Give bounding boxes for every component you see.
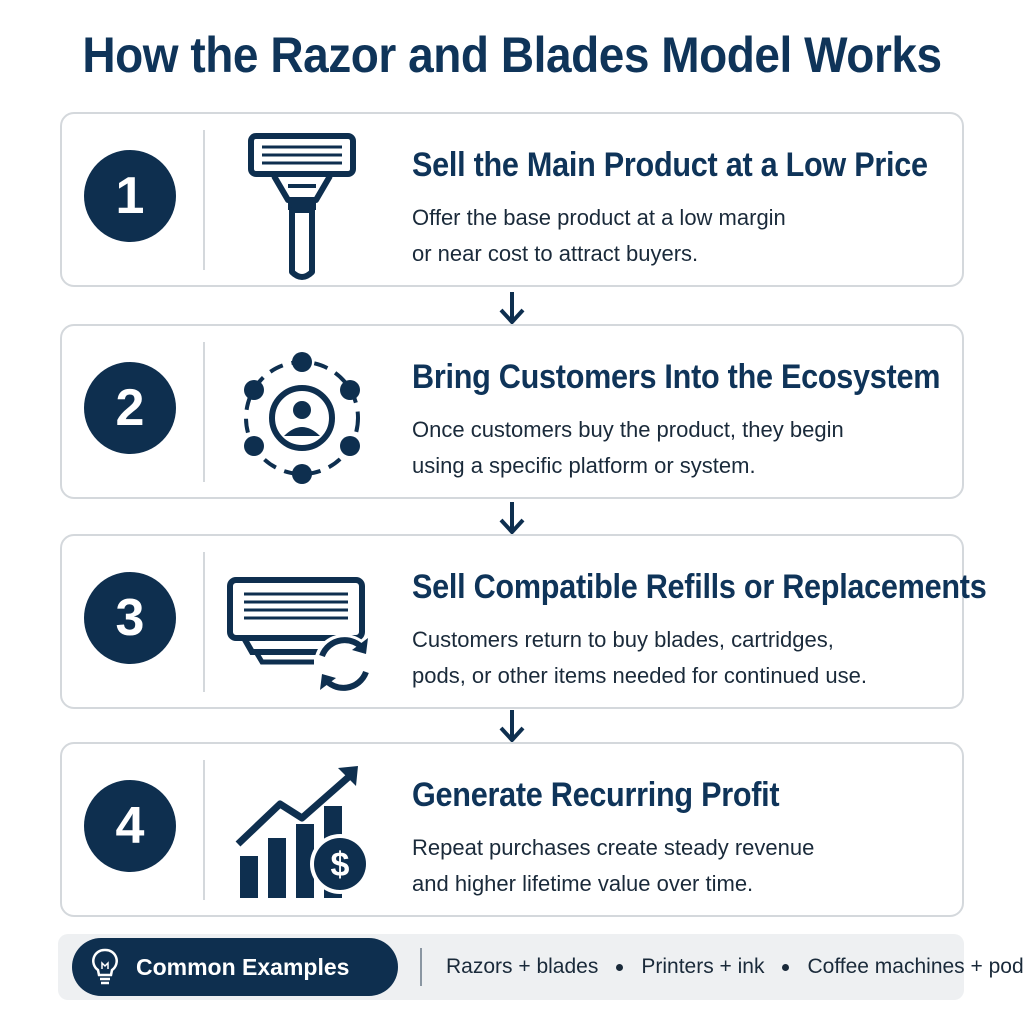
step-card-1: 1 Sell the Main Product at a Low Price O…: [60, 112, 964, 287]
bullet-separator: [616, 963, 624, 971]
step-title-3: Sell Compatible Refills or Replacements: [412, 568, 987, 606]
step-title-1: Sell the Main Product at a Low Price: [412, 146, 928, 184]
svg-text:$: $: [331, 846, 350, 884]
step-card-4: 4 $ Generate Recurring Profit Repeat pur…: [60, 742, 964, 917]
step-title-4: Generate Recurring Profit: [412, 776, 780, 814]
card-divider: [203, 760, 205, 900]
examples-badge: Common Examples: [72, 938, 398, 996]
step-number-3: 3: [84, 572, 176, 664]
arrow-down-icon: [499, 292, 525, 325]
bullet-separator: [782, 963, 790, 971]
page-title: How the Razor and Blades Model Works: [82, 27, 942, 83]
step-card-3: 3 Sell Compatible Refills or Replacement…: [60, 534, 987, 709]
step-description-2: Once customers buy the product, they beg…: [412, 417, 844, 478]
example-item: Razors + blades: [446, 955, 599, 978]
card-divider: [203, 130, 205, 270]
cartridge-refill-icon: [227, 577, 374, 694]
step-number-4: 4: [84, 780, 176, 872]
growth-chart-dollar-icon: $: [235, 766, 370, 898]
step-description-1: Offer the base product at a low margin o…: [412, 205, 786, 266]
step-number-1: 1: [84, 150, 176, 242]
arrow-down-icon: [499, 710, 525, 743]
lightbulb-icon: [92, 948, 118, 985]
example-item: Printers + ink: [641, 955, 765, 978]
step-title-2: Bring Customers Into the Ecosystem: [412, 358, 941, 396]
step-card-2: 2 Bring Customers Into the Ecosystem Onc…: [60, 324, 964, 499]
step-description-3: Customers return to buy blades, cartridg…: [412, 627, 867, 688]
example-item: Coffee machines + pods: [807, 955, 1024, 978]
arrow-down-icon: [499, 502, 525, 535]
user-network-icon: [244, 352, 360, 484]
examples-list: Razors + blades Printers + ink Coffee ma…: [446, 934, 1024, 1000]
card-divider: [203, 552, 205, 692]
step-number-2: 2: [84, 362, 176, 454]
examples-label: Common Examples: [136, 953, 350, 980]
step-description-4: Repeat purchases create steady revenue a…: [412, 835, 815, 896]
examples-bar: Common Examples Razors + blades Printers…: [58, 934, 1024, 1000]
card-divider: [203, 342, 205, 482]
razor-icon: [248, 133, 356, 280]
examples-divider: [420, 948, 422, 986]
